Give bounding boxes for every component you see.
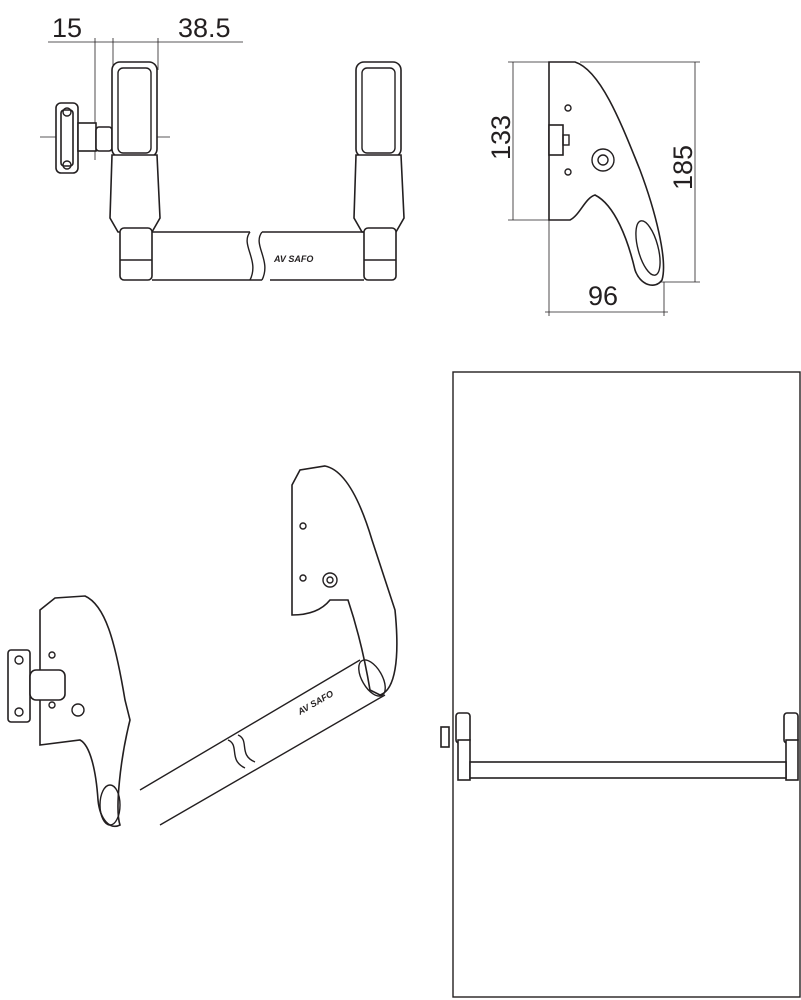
door-bracket bbox=[440, 726, 450, 748]
door-view bbox=[440, 371, 801, 998]
dimension-185: 185 bbox=[668, 145, 698, 190]
dimension-133: 133 bbox=[486, 115, 516, 160]
right-handle bbox=[353, 61, 405, 281]
dimension-lines bbox=[508, 61, 700, 316]
dimension-38-5: 38.5 bbox=[178, 13, 231, 43]
left-handle bbox=[109, 61, 161, 281]
brand-logo-iso: AV SAFO bbox=[295, 688, 335, 717]
push-bar: AV SAFO bbox=[152, 231, 364, 281]
brand-logo: AV SAFO bbox=[273, 254, 313, 264]
side-view: 133 185 96 bbox=[486, 61, 700, 316]
front-view: 15 38.5 bbox=[40, 13, 405, 281]
wall-bracket bbox=[55, 102, 113, 174]
door-outline bbox=[452, 371, 801, 998]
dimension-15: 15 bbox=[52, 13, 82, 43]
isometric-view: AV SAFO bbox=[7, 465, 398, 827]
door-push-bar bbox=[469, 761, 787, 779]
dimension-96: 96 bbox=[588, 281, 618, 311]
side-handle bbox=[548, 61, 665, 286]
wall-bracket bbox=[7, 649, 31, 723]
